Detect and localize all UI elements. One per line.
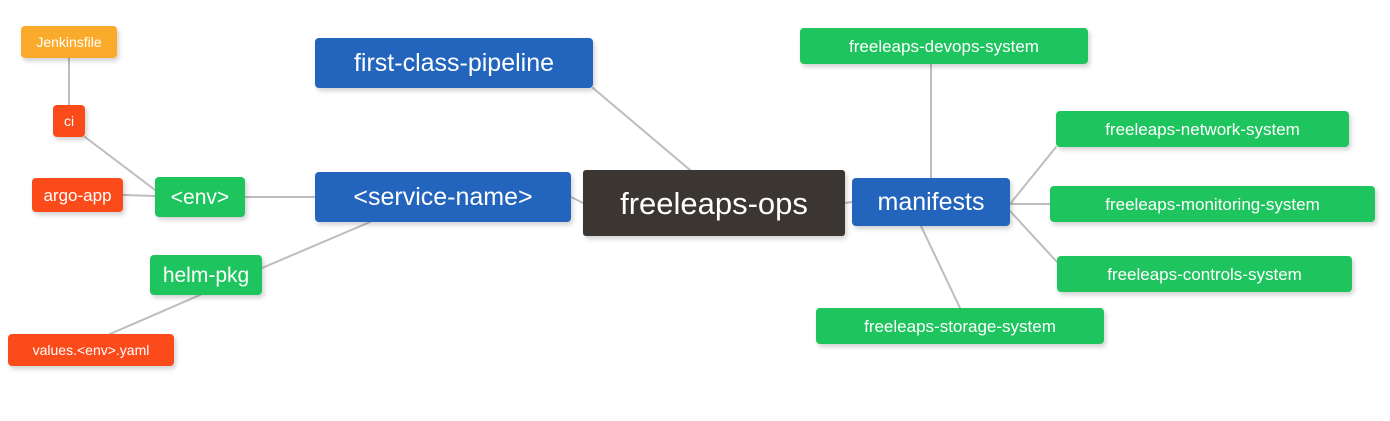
edge-env-to-argo — [122, 194, 156, 197]
node-label-network: freeleaps-network-system — [1105, 119, 1300, 139]
edge-root-to-service — [570, 196, 584, 204]
mindmap-node-root[interactable]: freeleaps-ops — [583, 170, 845, 236]
node-label-root: freeleaps-ops — [620, 185, 808, 221]
node-label-monitoring: freeleaps-monitoring-system — [1105, 194, 1320, 214]
node-label-storage: freeleaps-storage-system — [864, 316, 1056, 336]
mindmap-node-jenkins[interactable]: Jenkinsfile — [21, 26, 117, 58]
mindmap-node-monitoring[interactable]: freeleaps-monitoring-system — [1050, 186, 1375, 222]
mindmap-node-controls[interactable]: freeleaps-controls-system — [1057, 256, 1352, 292]
node-label-values: values.<env>.yaml — [32, 342, 150, 358]
mindmap-node-argo[interactable]: argo-app — [32, 178, 123, 212]
mindmap-node-service[interactable]: <service-name> — [315, 172, 571, 222]
node-label-jenkins: Jenkinsfile — [36, 34, 102, 50]
mindmap-node-storage[interactable]: freeleaps-storage-system — [816, 308, 1104, 344]
edge-root-to-manifests — [844, 201, 853, 204]
node-label-controls: freeleaps-controls-system — [1107, 264, 1302, 284]
node-label-manifests: manifests — [877, 187, 985, 216]
node-label-service: <service-name> — [353, 182, 533, 211]
edge-service-to-helm — [261, 221, 371, 269]
node-label-helm: helm-pkg — [162, 263, 250, 287]
mindmap-node-pipeline[interactable]: first-class-pipeline — [315, 38, 593, 88]
mindmap-node-ci[interactable]: ci — [53, 105, 85, 137]
mindmap-node-network[interactable]: freeleaps-network-system — [1056, 111, 1349, 147]
mindmap-node-values[interactable]: values.<env>.yaml — [8, 334, 174, 366]
edge-helm-to-values — [109, 294, 201, 335]
mindmap-node-env[interactable]: <env> — [155, 177, 245, 217]
node-label-ci: ci — [63, 113, 75, 129]
node-label-devops: freeleaps-devops-system — [849, 36, 1039, 56]
mindmap-node-devops[interactable]: freeleaps-devops-system — [800, 28, 1088, 64]
mindmap-node-helm[interactable]: helm-pkg — [150, 255, 262, 295]
node-label-env: <env> — [170, 185, 230, 209]
mindmap-node-manifests[interactable]: manifests — [852, 178, 1010, 226]
edge-root-to-pipeline — [592, 87, 691, 171]
edge-manifests-to-storage — [920, 225, 961, 309]
node-label-argo: argo-app — [43, 185, 112, 205]
node-label-pipeline: first-class-pipeline — [353, 48, 555, 77]
